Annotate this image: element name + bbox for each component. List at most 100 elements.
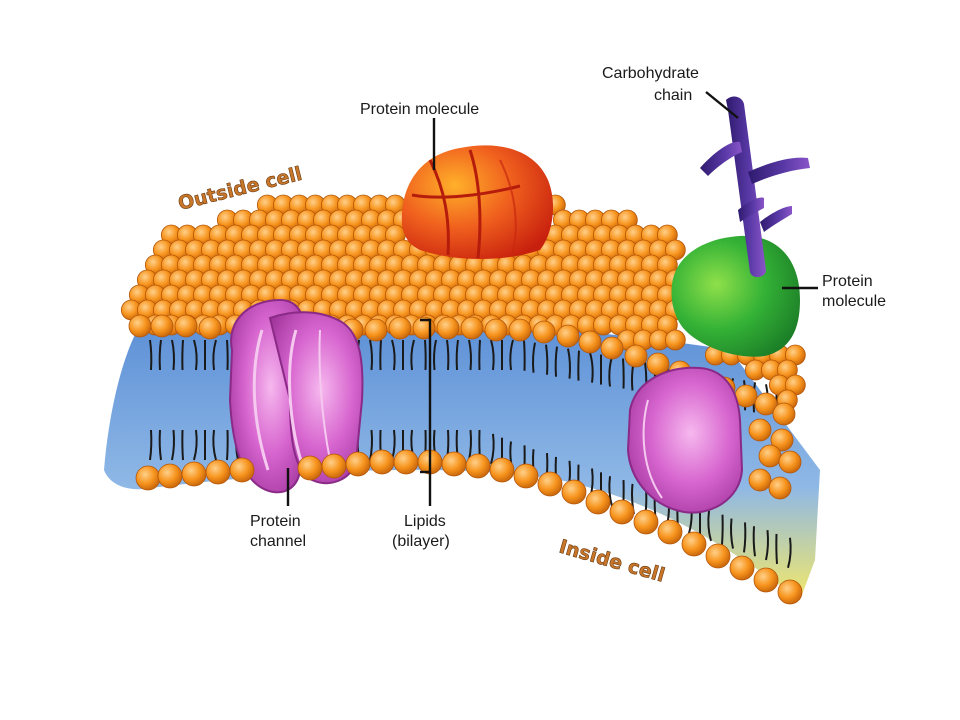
- lipid-tail: [554, 346, 558, 377]
- lipid-tail: [391, 339, 396, 371]
- lipid-tail: [455, 339, 459, 371]
- label-protein-channel-line2: channel: [250, 533, 306, 550]
- lipid-head: [135, 465, 161, 491]
- lipid-tail: [410, 339, 415, 371]
- lipid-head: [345, 451, 371, 477]
- lipid-head: [150, 314, 174, 338]
- lipid-tail: [424, 339, 427, 371]
- lipid-head: [297, 455, 323, 481]
- leader-carbohydrate: [705, 91, 739, 119]
- lipid-head: [748, 418, 772, 442]
- lipid-head: [537, 471, 563, 497]
- lipid-head: [768, 476, 792, 500]
- lipid-tail: [149, 429, 153, 461]
- lipid-head: [777, 579, 803, 605]
- outer-lipid-heads: [120, 194, 806, 411]
- lipid-tail: [730, 518, 734, 549]
- lipid-tail: [567, 348, 571, 379]
- inner-lipid-heads: [135, 449, 803, 605]
- lipid-tail: [226, 339, 229, 371]
- label-carbohydrate-line2: chain: [654, 87, 692, 104]
- leader-lipids: [420, 318, 432, 506]
- lipid-head: [754, 392, 778, 416]
- lipid-head: [729, 555, 755, 581]
- label-lipids-line2: (bilayer): [392, 533, 450, 550]
- lipid-head: [585, 489, 611, 515]
- lipid-head: [758, 444, 782, 468]
- lipid-head: [600, 336, 624, 360]
- lipid-tail: [490, 433, 495, 465]
- protein-molecule-top: [401, 145, 554, 259]
- lipid-head: [489, 457, 515, 483]
- lipid-tail: [446, 339, 450, 371]
- lipid-tail: [433, 339, 437, 371]
- lipid-tail: [721, 514, 724, 545]
- lipid-head: [174, 314, 198, 338]
- lipid-head: [772, 402, 796, 426]
- lipid-tail: [181, 339, 184, 371]
- lipid-head: [229, 457, 255, 483]
- lipid-tail: [707, 510, 712, 542]
- lipid-head: [369, 449, 395, 475]
- lipid-tail: [532, 342, 536, 373]
- lipid-tail: [226, 429, 229, 461]
- lipid-head: [436, 316, 460, 340]
- lipid-tail: [589, 352, 594, 383]
- lipid-tail: [171, 429, 175, 461]
- lipid-head: [157, 463, 183, 489]
- lipid-head: [465, 453, 491, 479]
- lipid-head: [624, 344, 648, 368]
- lipid-tail: [171, 339, 175, 371]
- lipid-tail: [608, 476, 613, 507]
- label-protein-molecule-right-line2: molecule: [822, 293, 886, 310]
- lipid-head: [321, 453, 347, 479]
- label-protein-molecule-top: Protein molecule: [360, 101, 479, 118]
- lipid-head: [513, 463, 539, 489]
- lipid-tail: [478, 339, 481, 371]
- lipid-head: [748, 468, 772, 492]
- lipid-tail: [787, 537, 792, 569]
- lipid-head: [556, 324, 580, 348]
- label-protein-channel-line1: Protein: [250, 513, 301, 530]
- lipid-head: [388, 316, 412, 340]
- lipid-tail: [765, 530, 769, 561]
- lipid-tail: [369, 339, 373, 371]
- lipid-head: [198, 316, 222, 340]
- label-lipids-line1: Lipids: [404, 513, 446, 530]
- lipid-tail: [490, 339, 495, 371]
- lipid-head: [753, 567, 779, 593]
- label-carbohydrate-line1: Carbohydrate: [602, 65, 699, 82]
- lipid-tail: [212, 339, 217, 371]
- lipid-head: [770, 428, 794, 452]
- lipid-head: [681, 531, 707, 557]
- lipid-tail: [193, 429, 198, 461]
- carbohydrate-chain: [700, 96, 810, 278]
- lipid-tail: [193, 339, 198, 371]
- lipid-tail: [743, 522, 747, 553]
- lipid-head: [633, 509, 659, 535]
- lipid-head: [705, 543, 731, 569]
- label-protein-molecule-right-line1: Protein: [822, 273, 873, 290]
- lipid-head: [484, 318, 508, 342]
- lipid-tail: [212, 429, 217, 461]
- protein-channel-left: [228, 298, 364, 494]
- protein-channel-right: [626, 366, 744, 514]
- lipid-head: [508, 318, 532, 342]
- lipid-head: [181, 461, 207, 487]
- lipid-tail: [523, 340, 526, 371]
- lipid-head: [532, 320, 556, 344]
- lipid-head: [128, 314, 152, 338]
- lipid-head: [778, 450, 802, 474]
- lipid-tail: [775, 533, 778, 565]
- lipid-head: [205, 459, 231, 485]
- lipid-tail: [181, 429, 184, 461]
- lipid-tail: [468, 339, 472, 371]
- lipid-tail: [545, 344, 549, 375]
- lipid-tail: [149, 339, 153, 371]
- protein-molecule-right: [671, 235, 800, 357]
- lipid-tail: [622, 358, 625, 389]
- lipid-tail: [752, 526, 756, 557]
- lipid-head: [441, 451, 467, 477]
- lipid-head: [364, 318, 388, 342]
